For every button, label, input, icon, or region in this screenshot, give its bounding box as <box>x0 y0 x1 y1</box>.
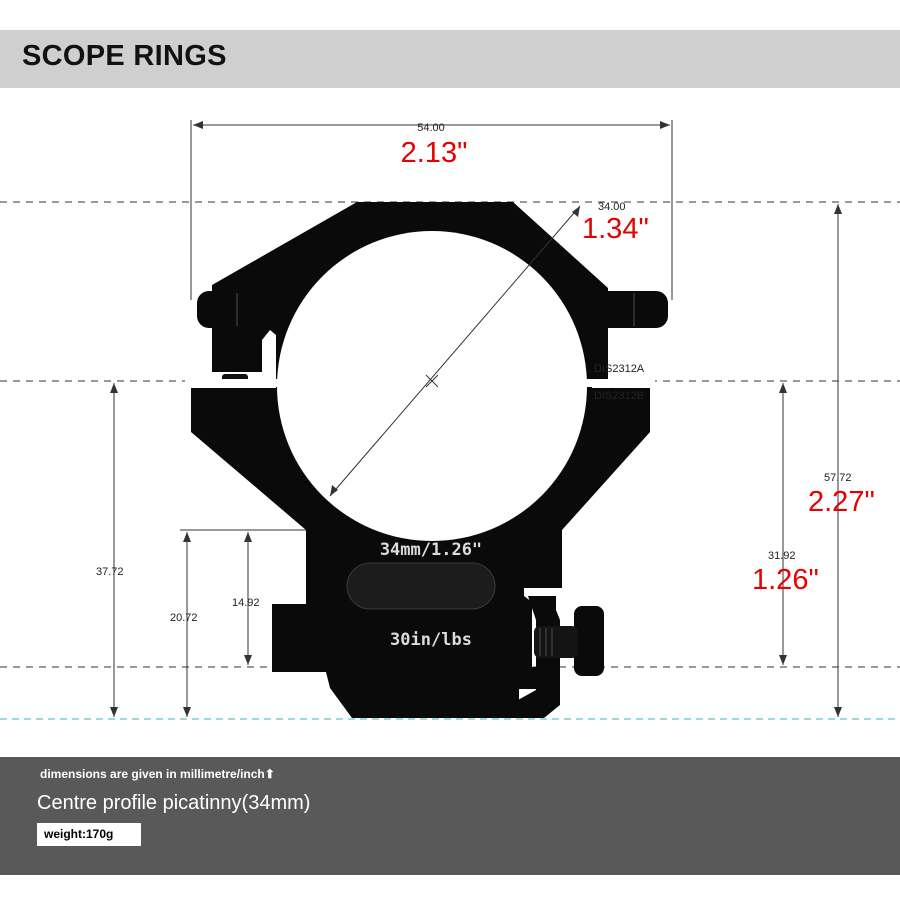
part-number-lower: DIS2312B <box>594 390 644 402</box>
center-height-mm-label: 31.92 <box>768 550 796 562</box>
diameter-inch-label: 1.34" <box>582 213 649 245</box>
units-note: dimensions are given in millimetre/inch⬆ <box>40 767 275 781</box>
total-height-mm-label: 57.72 <box>824 472 852 484</box>
product-subtitle: Centre profile picatinny(34mm) <box>37 792 311 814</box>
step-height-mm-label: 14.92 <box>232 597 260 609</box>
dimension-lines <box>113 120 839 717</box>
weight-label: weight:170g <box>44 827 114 841</box>
diameter-dimension-line <box>329 205 581 497</box>
page-title: SCOPE RINGS <box>22 40 227 72</box>
width-inch-label: 2.13" <box>401 137 468 169</box>
footer-bar <box>0 757 900 875</box>
ring-body <box>185 202 668 718</box>
clamp-nut <box>574 606 604 676</box>
units-note-text: dimensions are given in millimetre/inch <box>40 767 265 781</box>
header-bar <box>0 30 900 88</box>
split-height-mm-label: 37.72 <box>96 566 124 578</box>
clamp-bolt <box>534 626 578 658</box>
rail-base-block <box>390 667 538 689</box>
center-height-inch-label: 1.26" <box>752 564 819 596</box>
reference-lines <box>0 201 900 668</box>
clamp-bolt-threads <box>539 628 553 656</box>
torque-engraving: 30in/lbs <box>390 630 472 650</box>
weight-box <box>37 823 141 846</box>
diameter-mm-label: 34.00 <box>598 201 626 213</box>
engraved-oval-recess <box>346 562 496 610</box>
up-arrow-icon: ⬆ <box>264 767 275 781</box>
size-engraving: 34mm/1.26" <box>380 540 482 560</box>
part-number-upper: DIS2312A <box>594 363 645 375</box>
base-height-mm-label: 20.72 <box>170 612 198 624</box>
center-cross-b <box>425 374 439 388</box>
ring-split-gap <box>185 379 655 387</box>
right-screw-head <box>594 291 668 328</box>
total-height-inch-label: 2.27" <box>808 486 875 518</box>
width-mm-label: 54.00 <box>417 122 445 134</box>
dimension-arrows <box>110 121 842 717</box>
